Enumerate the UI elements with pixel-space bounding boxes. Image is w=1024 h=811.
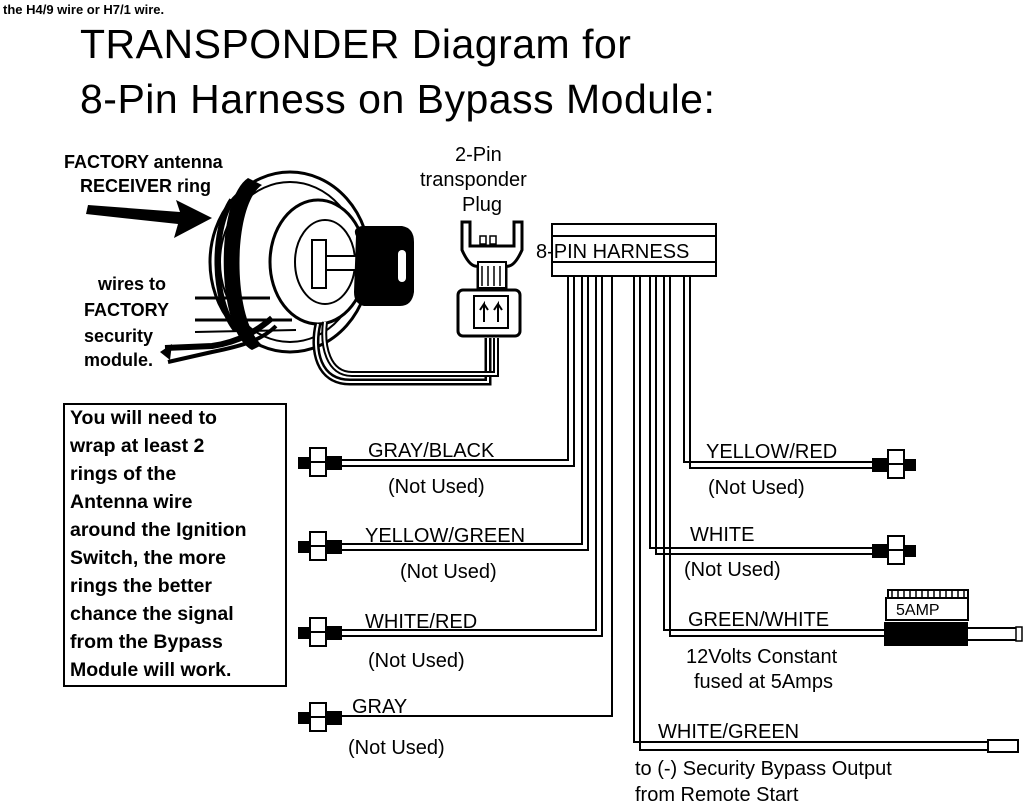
- plug-label-line-1: 2-Pin: [455, 144, 502, 166]
- wire-note-green-white-line-2: fused at 5Amps: [694, 671, 833, 693]
- wire-note-gray: (Not Used): [348, 737, 445, 759]
- wire-label-yellow-red: YELLOW/RED: [706, 441, 837, 463]
- instruction-box: [63, 403, 287, 687]
- title-line-1: TRANSPONDER Diagram for: [80, 21, 631, 67]
- connector-gray-black: [298, 447, 342, 477]
- connector-white-red: [298, 617, 342, 647]
- fuse-holder: [884, 589, 1023, 646]
- ignition-switch: [208, 170, 499, 386]
- harness-label: 8-PIN HARNESS: [536, 241, 689, 263]
- instruction-line: Module will work.: [70, 659, 231, 681]
- instruction-line: Antenna wire: [70, 491, 193, 513]
- antenna-arrow: [86, 200, 212, 238]
- wire-note-white-green-line-1: to (-) Security Bypass Output: [635, 758, 892, 780]
- instruction-line: Switch, the more: [70, 547, 226, 569]
- white-green-terminal: [987, 739, 1019, 753]
- wire-label-white: WHITE: [690, 524, 754, 546]
- antenna-label-line-2: RECEIVER ring: [80, 176, 211, 196]
- wire-label-white-red: WHITE/RED: [365, 611, 477, 633]
- antenna-label-line-1: FACTORY antenna: [64, 152, 224, 172]
- plug-label-line-3: Plug: [462, 194, 502, 216]
- title-line-2: 8-Pin Harness on Bypass Module:: [80, 76, 715, 122]
- wire-note-yellow-red: (Not Used): [708, 477, 805, 499]
- connector-white: [872, 535, 916, 565]
- wire-note-gray-black: (Not Used): [388, 476, 485, 498]
- connector-yellow-red: [872, 449, 916, 479]
- instruction-line: You will need to: [70, 407, 217, 429]
- connector-gray: [298, 702, 342, 732]
- transponder-plug: [456, 220, 524, 338]
- instruction-line: from the Bypass: [70, 631, 223, 653]
- wire-note-green-white-line-1: 12Volts Constant: [686, 646, 838, 668]
- instruction-line: rings of the: [70, 463, 176, 485]
- wire-label-white-green: WHITE/GREEN: [658, 721, 799, 743]
- wire-label-yellow-green: YELLOW/GREEN: [365, 525, 525, 547]
- wire-note-white: (Not Used): [684, 559, 781, 581]
- connector-yellow-green: [298, 531, 342, 561]
- harness-connector: [551, 223, 717, 277]
- instruction-line: chance the signal: [70, 603, 234, 625]
- instruction-line: wrap at least 2: [69, 435, 205, 457]
- wire-note-white-red: (Not Used): [368, 650, 465, 672]
- security-module-wires: [160, 296, 297, 364]
- fuse-label: 5AMP: [896, 602, 940, 619]
- wire-label-gray-black: GRAY/BLACK: [368, 440, 495, 462]
- wires-label-line-3: security: [84, 326, 153, 346]
- instruction-text: You will need to wrap at least 2 rings o…: [69, 407, 247, 681]
- wire-note-white-green-line-2: from Remote Start: [635, 784, 799, 806]
- right-wire-bundle: [633, 276, 990, 751]
- header-note: the H4/9 wire or H7/1 wire.: [3, 2, 164, 17]
- instruction-line: rings the better: [70, 575, 212, 597]
- instruction-line: around the Ignition: [70, 519, 247, 541]
- wires-label-line-2: FACTORY: [84, 300, 169, 320]
- wire-note-yellow-green: (Not Used): [400, 561, 497, 583]
- wire-label-green-white: GREEN/WHITE: [688, 609, 829, 631]
- plug-label-line-2: transponder: [420, 169, 527, 191]
- wires-label-line-4: module.: [84, 350, 153, 370]
- wire-label-gray: GRAY: [352, 696, 407, 718]
- wires-label-line-1: wires to: [97, 274, 166, 294]
- left-wire-bundle: [335, 276, 613, 717]
